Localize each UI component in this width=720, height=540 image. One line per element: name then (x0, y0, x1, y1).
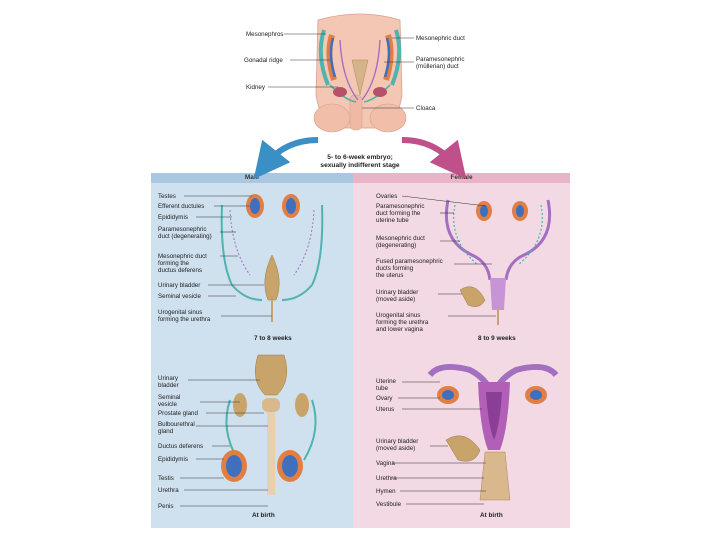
label-forming-urethra-m: forming the urethra (158, 316, 211, 323)
label-mesonephric-duct-m: Mesonephric duct (158, 253, 207, 260)
label-epididymis-birth: Epididymis (158, 456, 188, 463)
label-hymen: Hymen (376, 488, 396, 495)
embryo-figure (313, 13, 407, 133)
label-testis: Testis (158, 475, 174, 482)
label-ductus-deferens: Ductus deferens (158, 443, 204, 450)
female-early-figure (444, 199, 552, 325)
label-bulbourethral: Bulbourethral (158, 421, 195, 428)
embryo-caption-line2: sexually indifferent stage (320, 162, 400, 169)
arrow-to-female (401, 137, 467, 180)
male-stage-early: 7 to 8 weeks (254, 335, 292, 342)
label-uterus: Uterus (376, 406, 395, 413)
embryo-caption: 5- to 6-week embryo; sexually indifferen… (300, 154, 420, 170)
embryo-caption-line1: 5- to 6-week embryo; (327, 154, 393, 161)
label-duct-degenerating: duct (degenerating) (158, 233, 212, 240)
label-cloaca: Cloaca (416, 105, 436, 112)
label-urethra-f: Urethra (376, 475, 397, 482)
label-moved-aside-f: (moved aside) (376, 296, 416, 303)
label-duct-forming: duct forming the (376, 210, 421, 217)
label-tube: tube (376, 385, 389, 392)
label-ovaries: Ovaries (376, 193, 398, 200)
label-seminal-vesicle-early: Seminal vesicle (158, 293, 201, 300)
label-epididymis: Epididymis (158, 214, 188, 221)
label-uterine: Uterine (376, 378, 396, 385)
label-vagina: Vagina (376, 460, 395, 467)
label-ducts-forming: ducts forming (376, 265, 414, 272)
label-urinary-bladder-f: Urinary bladder (376, 289, 419, 296)
label-urinary-bladder-m: Urinary bladder (158, 282, 201, 289)
label-urogenital-sinus-m: Urogenital sinus (158, 309, 203, 316)
label-urinary-bladder-f2: Urinary bladder (376, 438, 419, 445)
male-panel (151, 173, 353, 528)
label-ovary: Ovary (376, 395, 393, 402)
arrow-to-male (253, 137, 319, 180)
female-birth-figure (427, 363, 559, 501)
label-testes: Testes (158, 193, 176, 200)
label-fused-paramesonephric: Fused paramesonephric (376, 258, 443, 265)
label-paramesonephric: Paramesonephric (416, 56, 465, 63)
label-bladder: bladder (158, 382, 179, 389)
male-birth-figure (221, 354, 317, 495)
label-degenerating-f: (degenerating) (376, 242, 417, 249)
label-paramesonephric-m: Paramesonephric (158, 226, 207, 233)
label-forming-urethra-f: forming the urethra (376, 319, 429, 326)
label-efferent-ductules: Efferent ductules (158, 203, 205, 210)
label-mesonephric-duct-f: Mesonephric duct (376, 235, 425, 242)
female-panel (353, 173, 570, 528)
label-forming-the: forming the (158, 260, 189, 267)
male-early-figure (220, 194, 324, 322)
label-kidney: Kidney (246, 84, 265, 91)
label-lower-vagina: and lower vagina (376, 326, 423, 333)
label-prostate-gland: Prostate gland (158, 410, 198, 417)
label-ductus-deferens-early: ductus deferens (158, 267, 203, 274)
label-the-uterus: the uterus (376, 272, 404, 279)
female-stage-early: 8 to 9 weeks (478, 335, 516, 342)
label-urethra-m: Urethra (158, 487, 179, 494)
label-uterine-tube-early: uterine tube (376, 217, 409, 224)
male-header: Male (151, 173, 353, 183)
label-paramesonephric-f: Paramesonephric (376, 203, 425, 210)
label-penis: Penis (158, 503, 174, 510)
label-moved-aside-f2: (moved aside) (376, 445, 416, 452)
label-urinary: Urinary (158, 375, 178, 382)
label-mullerian-duct: (müllerian) duct (416, 63, 459, 70)
label-seminal: Seminal (158, 394, 181, 401)
label-mesonephros: Mesonephros (246, 31, 284, 38)
label-vesicle: vesicle (158, 401, 177, 408)
label-gland: gland (158, 428, 174, 435)
label-mesonephric-duct: Mesonephric duct (416, 35, 465, 42)
label-vestibule: Vestibule (376, 501, 402, 508)
female-stage-birth: At birth (480, 512, 503, 519)
label-urogenital-sinus-f: Urogenital sinus (376, 312, 421, 319)
label-gonadal-ridge: Gonadal ridge (244, 57, 283, 64)
male-stage-birth: At birth (252, 512, 275, 519)
